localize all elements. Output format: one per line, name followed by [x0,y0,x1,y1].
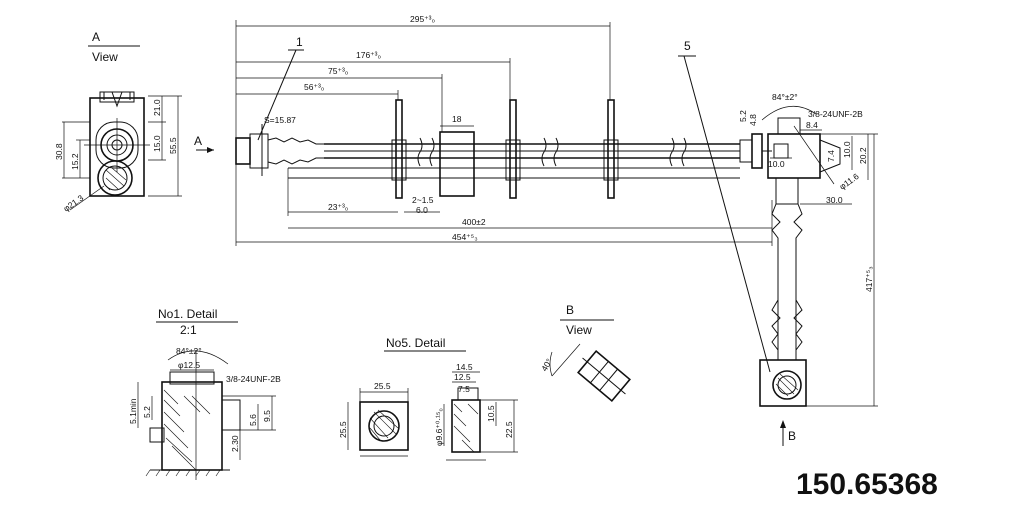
no1-detail: No1. Detail 2:1 84°±2° φ12.5 3/8-24UNF-2… [128,307,281,480]
dim-5-2: 5.2 [738,110,748,122]
dim-295: 295⁺³₀ [410,14,435,24]
no1-scale: 2:1 [180,323,197,337]
dim-7-4: 7.4 [826,150,836,162]
dim-10-0a: 10.0 [842,141,852,158]
no5-dim-12-5: 12.5 [454,372,471,382]
dim-4-8: 4.8 [748,114,758,126]
dim-30-0: 30.0 [826,195,843,205]
a-view: A View 21.0 15.0 55.5 30.8 15.2 [54,30,182,214]
right-fitting: 417⁺⁵₃ 30.0 84°±2° 3/8-24UNF-2B 5.2 4.8 … [738,92,878,407]
a-dim-21-3: φ21.3 [61,193,85,214]
no5-dim-7-5: 7.5 [458,384,470,394]
dim-56: 56⁺³₀ [304,82,325,92]
callout-5: 5 [678,39,771,373]
dim-400: 400±2 [462,217,486,227]
no5-detail: No5. Detail 25.5 25.5 14.5 12.5 7.5 φ9.6… [338,336,518,461]
callout-5-label: 5 [684,39,691,53]
no5-dim-22-5: 22.5 [504,421,514,438]
no1-dim-9-5: 9.5 [262,410,272,422]
no1-dim-5-6: 5.6 [248,414,258,426]
no1-dim-5-2: 5.2 [142,406,152,418]
dim-10-0b: 10.0 [768,159,785,169]
part-number: 150.65368 [796,468,938,501]
dim-s1587: S=15.87 [264,115,296,125]
a-view-word: View [92,50,118,64]
no1-dim-2-30: 2.30 [230,435,240,452]
dim-84-main: 84°±2° [772,92,798,102]
main-hose [235,99,772,199]
dim-20-2: 20.2 [858,147,868,164]
dim-75: 75⁺³₀ [328,66,349,76]
arrow-b-label: B [788,429,796,443]
no5-dim-25-5b: 25.5 [338,421,348,438]
no5-dim-9-6: φ9.6⁺⁰·¹⁵₀ [434,408,444,446]
main-dimensions: 295⁺³₀ 176⁺³₀ 75⁺³₀ 56⁺³₀ 18 23⁺³₀ 2~1.5… [235,14,773,246]
a-dim-15: 15.0 [152,135,162,152]
no5-dim-10-5: 10.5 [486,405,496,422]
dim-454: 454⁺⁵₃ [452,232,478,242]
arrow-a: A [194,134,214,153]
no5-dim-14-5: 14.5 [456,362,473,372]
b-view-letter: B [566,303,574,317]
a-dim-30-8: 30.8 [54,143,64,160]
a-view-letter: A [92,30,100,44]
a-dim-55-5: 55.5 [168,137,178,154]
arrow-b: B [780,420,796,446]
a-dim-21: 21.0 [152,99,162,116]
b-view-word: View [566,323,592,337]
dim-2-1-5: 2~1.5 [412,195,434,205]
a-dim-15-2: 15.2 [70,153,80,170]
no5-title: No5. Detail [386,336,445,350]
dim-18: 18 [452,114,462,124]
dim-8-4: 8.4 [806,120,818,130]
no1-dim-thread: 3/8-24UNF-2B [226,374,281,384]
callout-1: 1 [257,35,304,141]
no1-title: No1. Detail [158,307,217,321]
dim-176: 176⁺³₀ [356,50,381,60]
dim-thread-main: 3/8-24UNF-2B [808,109,863,119]
dim-6-0: 6.0 [416,205,428,215]
dim-11-6: φ11.6 [837,171,861,192]
no5-dim-25-5a: 25.5 [374,381,391,391]
dim-23: 23⁺³₀ [328,202,349,212]
no1-dim-12-5: φ12.5 [178,360,200,370]
dim-417: 417⁺⁵₃ [864,266,874,292]
no1-dim-5-1: 5.1min [128,398,138,424]
b-view: B View 40° [539,303,631,402]
b-dim-40: 40° [539,357,554,373]
callout-1-label: 1 [296,35,303,49]
arrow-a-label: A [194,134,202,148]
